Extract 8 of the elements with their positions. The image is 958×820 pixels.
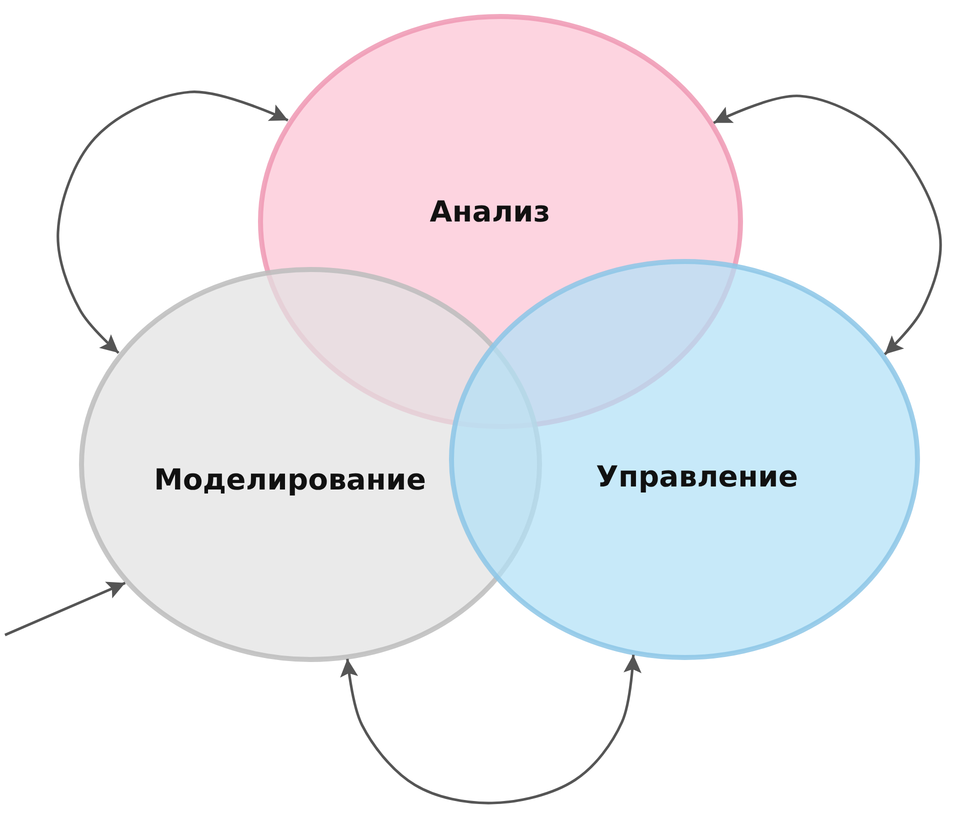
curved-arrow — [56, 90, 288, 354]
arrow — [4, 582, 126, 636]
node-label: Анализ — [430, 195, 550, 229]
venn-ellipse — [448, 258, 920, 660]
node-label: Управление — [596, 460, 798, 494]
node-label: Моделирование — [154, 463, 426, 497]
curved-arrow — [340, 654, 642, 804]
curved-arrow — [713, 94, 942, 356]
